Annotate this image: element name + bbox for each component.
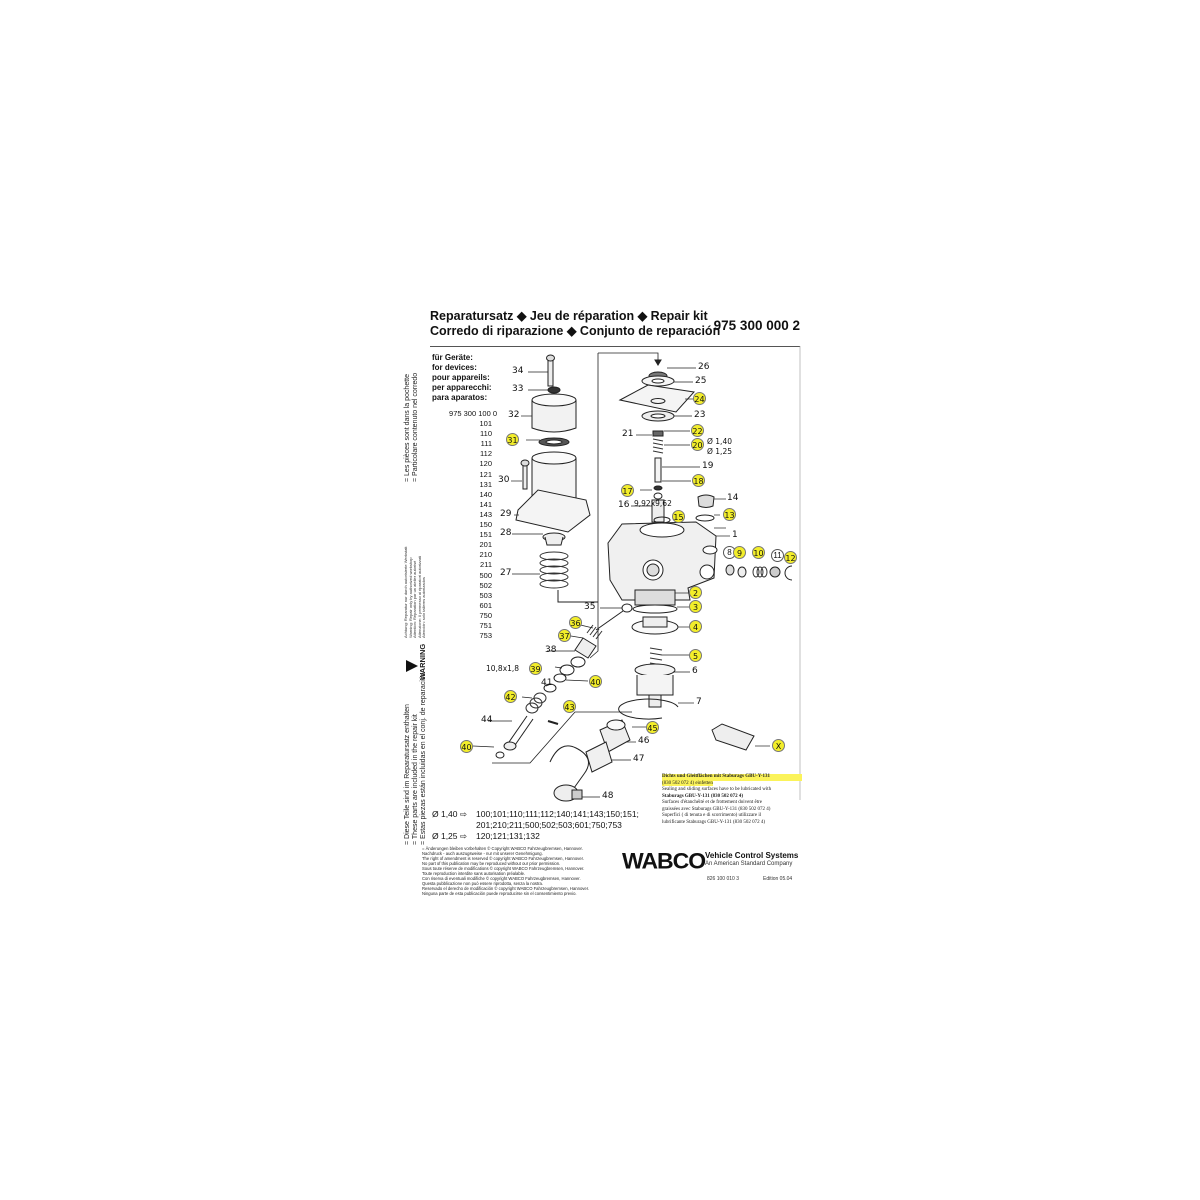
callout-35: 35 <box>584 602 596 612</box>
edition: Edition 05.04 <box>763 876 793 882</box>
callout-43-highlighted: 43 <box>563 700 576 713</box>
callout-22-highlighted: 22 <box>691 424 704 437</box>
header-divider <box>430 346 800 347</box>
spring-diameter-1: Ø 1,40 <box>707 437 732 446</box>
title-line-2: Corredo di riparazione ◆ Conjunto de rep… <box>430 324 721 338</box>
callout-44: 44 <box>481 715 493 725</box>
oring-dimension: 10,8x1,8 <box>486 664 520 673</box>
publication-number: 826 100 010 3 <box>707 876 739 882</box>
callout-27: 27 <box>500 568 512 578</box>
callout-10-highlighted: 10 <box>752 546 765 559</box>
exploded-view-drawing <box>406 346 801 802</box>
callout-28: 28 <box>500 528 512 538</box>
callout-16: 16 <box>618 500 630 510</box>
callout-33: 33 <box>512 384 524 394</box>
callout-32: 32 <box>508 410 520 420</box>
callout-39-highlighted: 39 <box>529 662 542 675</box>
spring-table-row-2-label: Ø 1,25 ⇨ <box>432 831 468 841</box>
spring-diameter-2: Ø 1,25 <box>707 447 732 456</box>
legal-notice: = Änderungen bleiben vorbehalten © Copyr… <box>422 846 590 896</box>
callout-24-highlighted: 24 <box>693 392 706 405</box>
callout-3-highlighted: 3 <box>689 600 702 613</box>
callout-40-highlighted: 40 <box>589 675 602 688</box>
spring-table-row-2-values: 120;121;131;132 <box>476 831 540 841</box>
spring-table-row-1-values-b: 201;210;211;500;502;503;601;750;753 <box>476 820 622 830</box>
callout-31-highlighted: 31 <box>506 433 519 446</box>
callout-46: 46 <box>638 736 650 746</box>
callout-18-highlighted: 18 <box>692 474 705 487</box>
brand-tagline: Vehicle Control Systems <box>705 851 799 860</box>
spring-table-row-1-values-a: 100;101;110;111;112;140;141;143;150;151; <box>476 809 639 819</box>
callout-7: 7 <box>696 697 702 707</box>
lubrication-note: Dichts und Gleitflächen mit Staburags GB… <box>662 774 802 826</box>
callout-1: 1 <box>732 530 738 540</box>
callout-4-highlighted: 4 <box>689 620 702 633</box>
callout-26: 26 <box>698 362 710 372</box>
device-variant-list: 975 300 100 0 101 110 111 112 120 121 13… <box>449 409 497 641</box>
callout-45-highlighted: 45 <box>646 721 659 734</box>
callout-29: 29 <box>500 509 512 519</box>
callout-11: 11 <box>771 549 784 562</box>
sheet-title: Reparatursatz ◆ Jeu de réparation ◆ Repa… <box>430 309 720 339</box>
callout-36-highlighted: 36 <box>569 616 582 629</box>
callout-9-highlighted: 9 <box>733 546 746 559</box>
wabco-logo: WABCO <box>622 848 706 874</box>
callout-20-highlighted: 20 <box>691 438 704 451</box>
callout-x-grease-highlighted: X <box>772 739 785 752</box>
callout-12-highlighted: 12 <box>784 551 797 564</box>
seal-dimension: 9,92x9,62 <box>634 499 672 508</box>
callout-23: 23 <box>694 410 706 420</box>
callout-15-highlighted: 15 <box>672 510 685 523</box>
spring-table-row-1-label: Ø 1,40 ⇨ <box>432 809 468 819</box>
callout-47: 47 <box>633 754 645 764</box>
callout-2-highlighted: 2 <box>689 586 702 599</box>
callout-41: 41 <box>541 678 553 688</box>
callout-8: 8 <box>723 546 736 559</box>
callout-5-highlighted: 5 <box>689 649 702 662</box>
callout-30: 30 <box>498 475 510 485</box>
callout-17-highlighted: 17 <box>621 484 634 497</box>
callout-6: 6 <box>692 666 698 676</box>
callout-14: 14 <box>727 493 739 503</box>
company-name: An American Standard Company <box>705 861 793 867</box>
devices-label: für Geräte: for devices: pour appareils:… <box>432 353 492 402</box>
callout-13-highlighted: 13 <box>723 508 736 521</box>
callout-38: 38 <box>545 645 557 655</box>
title-line-1: Reparatursatz ◆ Jeu de réparation ◆ Repa… <box>430 309 708 323</box>
callout-25: 25 <box>695 376 707 386</box>
callout-40b-highlighted: 40 <box>460 740 473 753</box>
callout-21: 21 <box>622 429 634 439</box>
callout-34: 34 <box>512 366 524 376</box>
callout-48: 48 <box>602 791 614 801</box>
callout-42-highlighted: 42 <box>504 690 517 703</box>
part-number: 975 300 000 2 <box>713 318 800 333</box>
callout-37-highlighted: 37 <box>558 629 571 642</box>
callout-19: 19 <box>702 461 714 471</box>
repair-kit-sheet: Reparatursatz ◆ Jeu de réparation ◆ Repa… <box>400 300 810 900</box>
